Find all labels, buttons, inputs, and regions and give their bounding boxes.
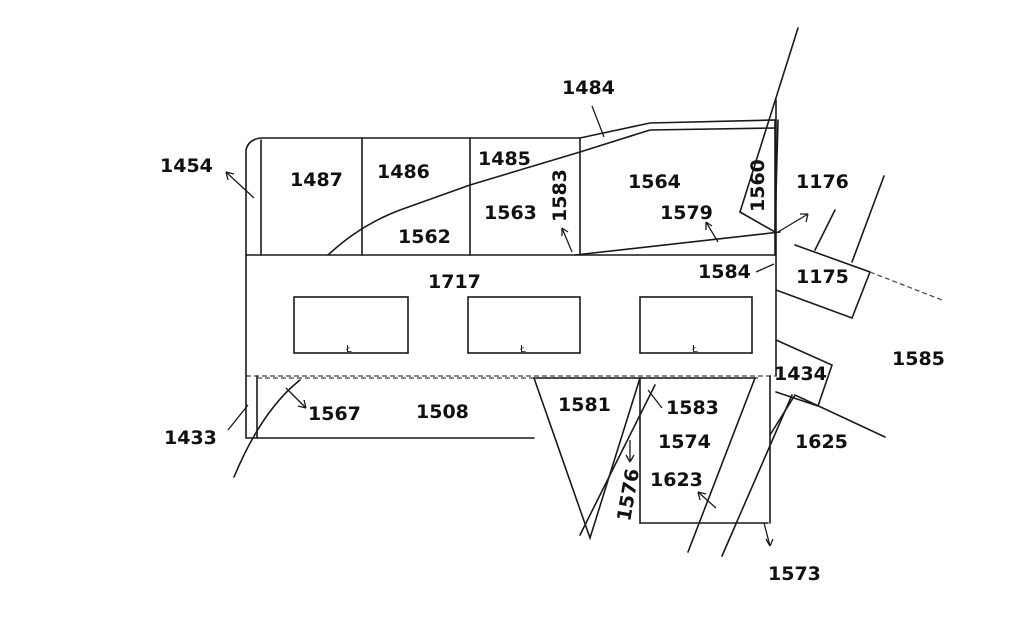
arrow-1573-head — [765, 538, 774, 547]
arrow-1176-head — [800, 213, 809, 223]
right-long-line — [721, 394, 793, 557]
label-1623: 1623 — [650, 469, 703, 491]
line-1585-diag — [869, 271, 943, 301]
line-1576 — [579, 384, 656, 536]
label-1573: 1573 — [768, 563, 821, 585]
curve-1562 — [327, 127, 776, 256]
label-1585: 1585 — [892, 348, 945, 370]
label-1567: 1567 — [308, 403, 361, 425]
label-1717: 1717 — [428, 271, 481, 293]
label-1434: 1434 — [774, 363, 827, 385]
label-1563: 1563 — [484, 202, 537, 224]
arrow-1623-head — [697, 491, 707, 501]
parcel-1175 — [775, 244, 872, 320]
arrow-1454-head — [225, 171, 235, 181]
label-1486: 1486 — [377, 161, 430, 183]
arrow-1433 — [227, 404, 249, 431]
parcel-1581 — [532, 377, 642, 541]
arrow-1579-head — [705, 221, 713, 230]
label-1454: 1454 — [160, 155, 213, 177]
arrow-1176 — [777, 213, 809, 233]
line-1585-top — [851, 175, 885, 263]
label-1175: 1175 — [796, 266, 849, 288]
label-1176: 1176 — [796, 171, 849, 193]
label-1584: 1584 — [698, 261, 751, 283]
lower-block-outline — [245, 375, 535, 439]
parcel-1625 — [769, 393, 886, 438]
label-1487: 1487 — [290, 169, 343, 191]
label-1583-lower: 1583 — [666, 397, 719, 419]
building-2 — [467, 296, 581, 354]
arrow-1454 — [225, 171, 255, 199]
arrow-1583b — [647, 389, 663, 409]
upper-block-outline — [245, 119, 776, 256]
arrow-1484 — [591, 105, 605, 138]
arrow-1623 — [697, 491, 717, 509]
arrow-1583a-head — [561, 227, 569, 236]
label-1574: 1574 — [658, 431, 711, 453]
arrow-1583a — [561, 227, 573, 253]
label-1562: 1562 — [398, 226, 451, 248]
parcel-1574 — [639, 377, 757, 553]
building-1-mark: Ł — [345, 344, 352, 355]
arrow-1567 — [285, 387, 307, 409]
label-1433: 1433 — [164, 427, 217, 449]
arrow-1576-head — [625, 454, 635, 463]
label-1484: 1484 — [562, 77, 615, 99]
label-1625: 1625 — [795, 431, 848, 453]
label-1581: 1581 — [558, 394, 611, 416]
building-3 — [639, 296, 753, 354]
label-1485: 1485 — [478, 148, 531, 170]
curve-1567 — [233, 379, 301, 478]
building-3-mark: Ł — [691, 344, 698, 355]
boundary-1579 — [574, 231, 781, 256]
line-1176 — [814, 209, 836, 251]
label-1560: 1560 — [747, 159, 769, 212]
arrow-1584 — [755, 263, 775, 273]
parcel-1560 — [739, 119, 779, 234]
building-1 — [293, 296, 409, 354]
label-1508: 1508 — [416, 401, 469, 423]
building-2-mark: Ł — [519, 344, 526, 355]
arrow-1567-head — [297, 399, 307, 409]
long-diagonal-top — [739, 27, 799, 213]
label-1579: 1579 — [660, 202, 713, 224]
parcel-1434 — [775, 339, 833, 408]
arrow-1573 — [763, 522, 771, 547]
label-1564: 1564 — [628, 171, 681, 193]
arrow-1579 — [705, 221, 719, 243]
label-1583-upper: 1583 — [549, 169, 571, 222]
